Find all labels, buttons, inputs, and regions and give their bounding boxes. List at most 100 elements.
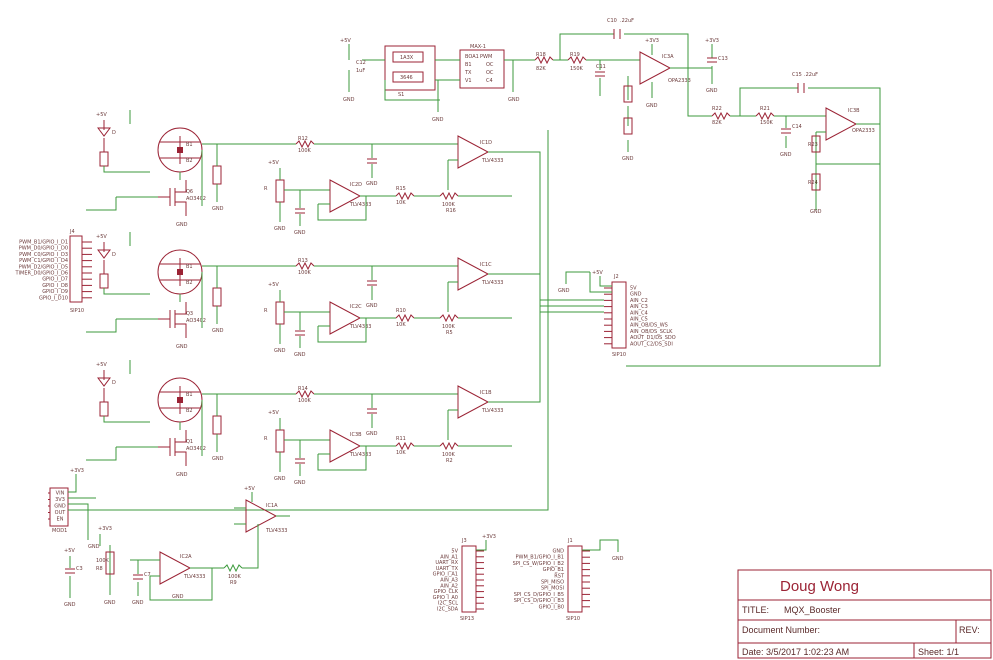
svg-text:C4: C4 xyxy=(486,78,493,84)
owner-name: Doug Wong xyxy=(780,578,859,595)
ic1a-label: IC1A xyxy=(266,503,278,509)
j2-pin-8: AIN_OB/DS_SCLK xyxy=(630,329,673,335)
ic2a-part: TLV4333 xyxy=(183,574,205,580)
chip-mcp xyxy=(459,49,505,89)
gnd-3: GND xyxy=(508,97,520,103)
ic2a-label: IC2A xyxy=(180,554,192,560)
svg-text:100K: 100K xyxy=(298,398,312,404)
j3-pin-2: AIN_A1 xyxy=(440,554,458,560)
connector-j3: J3 SIP13 +3V3 5VAIN_A1UART_RXUART_TXGPIO… xyxy=(433,534,496,622)
svg-text:B1: B1 xyxy=(186,392,193,398)
svg-text:R9: R9 xyxy=(230,580,237,586)
sheet-text: Sheet: 1/1 xyxy=(918,647,959,657)
svg-text:IC2C: IC2C xyxy=(350,304,362,310)
r8-value: 100K xyxy=(96,558,110,564)
title-label: TITLE: xyxy=(742,605,769,615)
gnd-12: GND xyxy=(64,602,76,608)
svg-text:Q1: Q1 xyxy=(186,439,193,445)
v5-label-c3: +5V xyxy=(64,548,75,554)
svg-text:C12: C12 xyxy=(356,60,366,66)
svg-text:OC: OC xyxy=(486,62,494,68)
gnd-4: GND xyxy=(646,103,658,109)
svg-text:TLV4333: TLV4333 xyxy=(349,452,371,458)
ic3b-part: OPA2333 xyxy=(852,128,875,134)
v5-label-j2: +5V xyxy=(592,270,603,276)
svg-text:1uF: 1uF xyxy=(356,68,365,74)
svg-text:V1: V1 xyxy=(465,78,472,84)
svg-text:R: R xyxy=(264,436,268,442)
ic3a-part: OPA2333 xyxy=(668,78,691,84)
date-text: Date: 3/5/2017 1:02:23 AM xyxy=(742,647,849,657)
svg-text:B2: B2 xyxy=(186,158,193,164)
j3-pin-10: I2C_SCL xyxy=(438,601,458,607)
gnd-11: GND xyxy=(132,600,144,606)
j3-pin-11: I2C_SDA xyxy=(437,607,459,613)
r8-label: R8 xyxy=(96,566,103,572)
gnd-10: GND xyxy=(104,600,116,606)
module-pin-3: GND xyxy=(54,504,66,510)
r9-value: 100K xyxy=(228,574,242,580)
gnd-2: GND xyxy=(432,117,444,123)
j4-pin-7: GPIO_I_D7 xyxy=(42,277,68,283)
opamp-ic1a xyxy=(245,499,278,533)
sensor-channel-3: +5VDB1B2Q1AO3402GNDGNDR14100KGNDIC1BTLV4… xyxy=(86,330,541,486)
rev-label: REV: xyxy=(959,625,980,635)
j2-pin-4: AIN_C3 xyxy=(630,304,648,310)
j2-pin-6: AIN_C5 xyxy=(630,317,648,323)
svg-text:GND: GND xyxy=(366,303,378,309)
gnd-8: GND xyxy=(780,152,792,158)
mcp-label: MAX-1 xyxy=(470,44,486,50)
svg-text:GND: GND xyxy=(212,456,224,462)
module-pin-2: 3V3 xyxy=(55,497,65,503)
pot-r8 xyxy=(105,551,115,575)
svg-text:GND: GND xyxy=(366,181,378,187)
svg-text:D: D xyxy=(112,252,116,258)
connector-j1: J1 SIP10 GND GNDPWM_B1/GPIO_I_B1SPI_CS_W… xyxy=(513,538,624,622)
ic3b-label: IC3B xyxy=(848,108,860,114)
j3-pin-9: GPIO_I_A0 xyxy=(433,595,458,601)
svg-text:100K: 100K xyxy=(298,270,312,276)
gnd-j1: GND xyxy=(612,556,624,562)
connector-j2: J2 SIP10 +5V GND 5VGNDAIN_C2AIN_C3AIN_C4… xyxy=(540,270,676,358)
svg-text:.22uF: .22uF xyxy=(804,72,818,78)
j2-pin-1: 5V xyxy=(630,286,637,292)
svg-text:IC1B: IC1B xyxy=(480,390,492,396)
svg-text:TLV4333: TLV4333 xyxy=(481,280,503,286)
s1-label-a: 1A3X xyxy=(400,55,414,61)
svg-text:TLV4333: TLV4333 xyxy=(481,158,503,164)
j3-pin-1: 5V xyxy=(451,549,458,555)
module-pin-4: OUT xyxy=(55,510,67,516)
j4-pin-9: GPIO_I_D9 xyxy=(42,289,68,295)
svg-text:100K: 100K xyxy=(442,202,456,208)
svg-text:+5V: +5V xyxy=(268,410,279,416)
svg-text:BOA1: BOA1 xyxy=(465,54,479,60)
j4-label: J4 xyxy=(69,229,75,235)
svg-text:C7: C7 xyxy=(144,572,151,578)
gnd-1: GND xyxy=(343,97,355,103)
document-number-label: Document Number: xyxy=(742,625,820,635)
v33-label-3: +3V3 xyxy=(70,468,84,474)
svg-text:.22uF: .22uF xyxy=(620,18,634,24)
j2-pin-10: AOUT_C2/DS_SDI xyxy=(630,341,673,347)
sensor-channel-2: +5VDB1B2Q3AO3402GNDGNDR13100KGNDIC1CTLV4… xyxy=(86,232,541,358)
svg-text:+5V: +5V xyxy=(268,160,279,166)
opamp-out-2 xyxy=(457,257,490,291)
svg-text:R15: R15 xyxy=(396,186,406,192)
svg-text:Q6: Q6 xyxy=(186,189,193,195)
r19-value: 150K xyxy=(570,66,584,72)
r22-value: 82K xyxy=(712,120,722,126)
svg-text:D: D xyxy=(112,130,116,136)
gnd-6: GND xyxy=(706,88,718,94)
title-block: Doug Wong TITLE: MQX_Booster Document Nu… xyxy=(737,569,992,659)
r22-label: R22 xyxy=(712,106,722,112)
svg-text:TLV4333: TLV4333 xyxy=(481,408,503,414)
svg-text:C10: C10 xyxy=(607,18,617,24)
j2-label: J2 xyxy=(613,274,619,280)
j2-pin-5: AIN_C4 xyxy=(630,310,648,316)
j2-pin-2: GND xyxy=(630,292,642,298)
module-pin-5: EN xyxy=(57,517,64,523)
svg-text:C3: C3 xyxy=(76,566,83,572)
j1-part: SIP10 xyxy=(566,616,580,622)
svg-text:TLV4333: TLV4333 xyxy=(349,324,371,330)
